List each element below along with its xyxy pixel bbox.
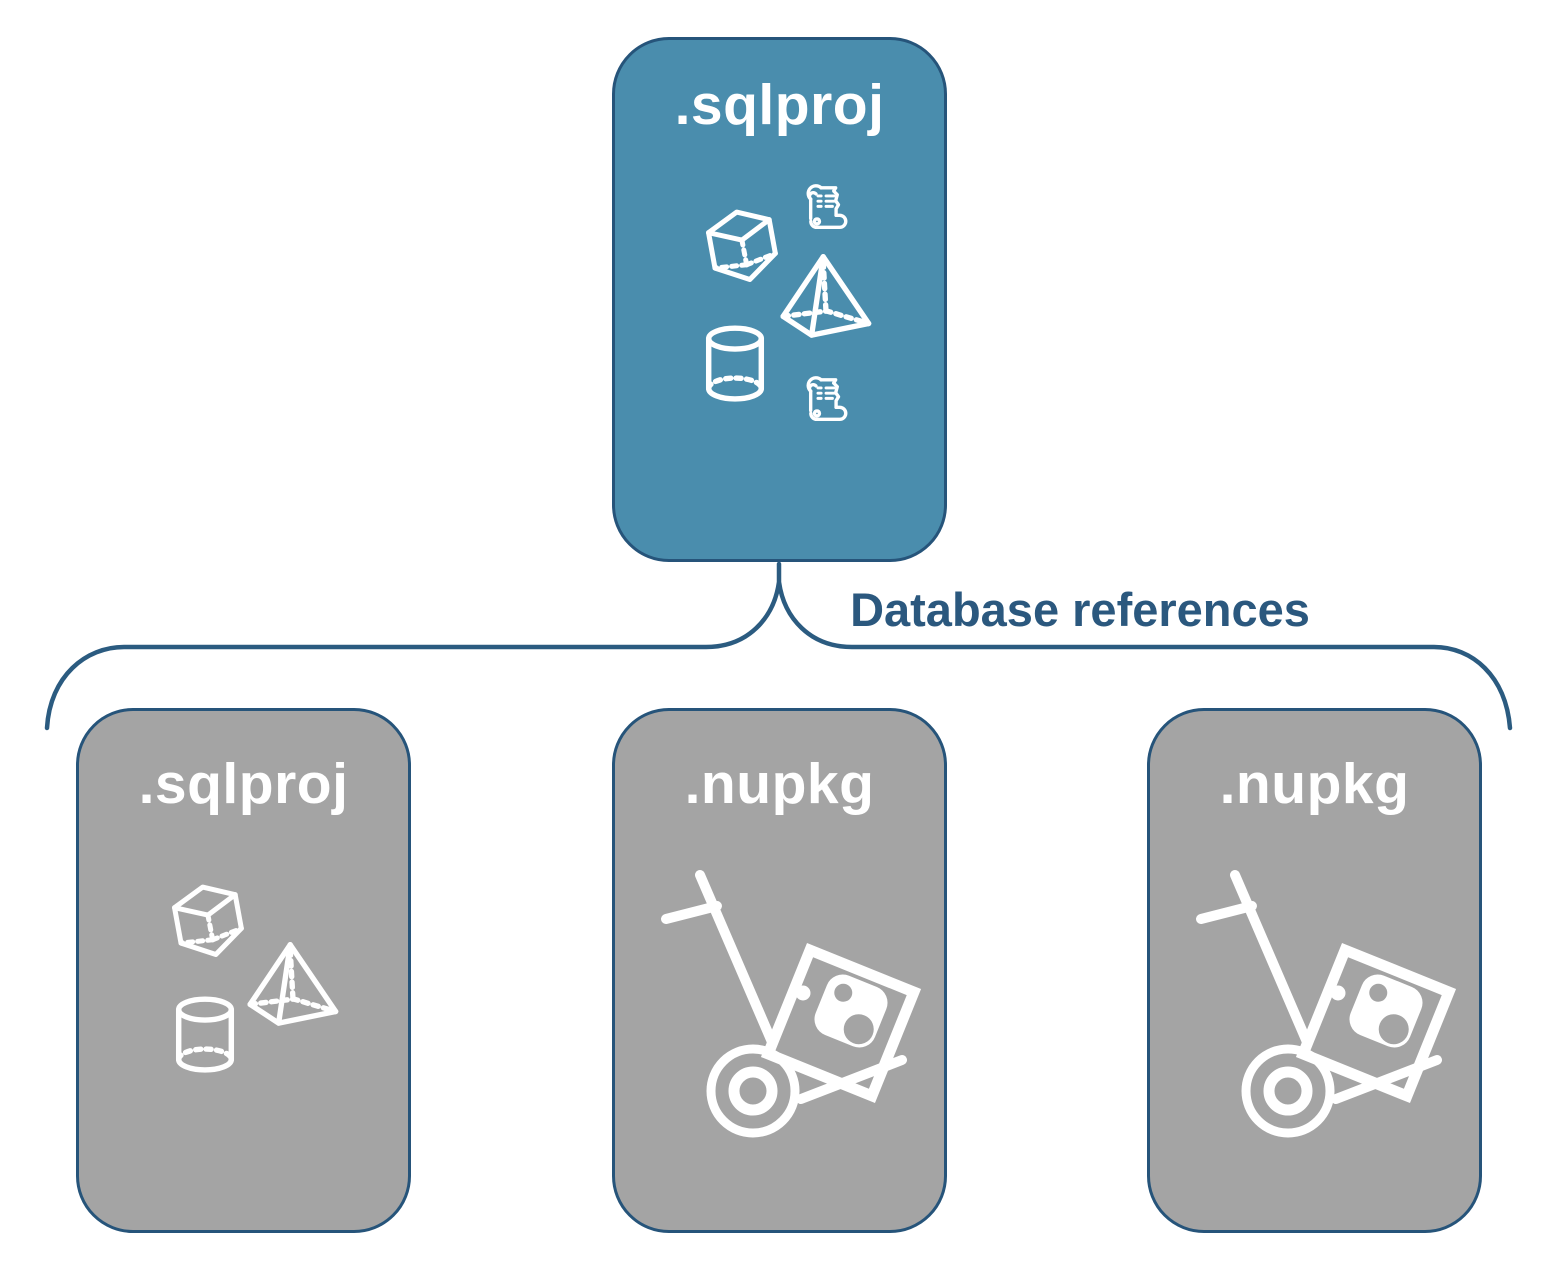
scroll-icon [800,183,852,233]
child-sqlproj-box: .sqlproj [76,708,411,1233]
scroll-icon [800,375,852,425]
child-nupkg-box-2: .nupkg [1147,708,1482,1233]
box-title: .sqlproj [138,752,349,816]
pyramid-icon [776,250,874,340]
cylinder-icon [703,325,767,403]
box-title: .sqlproj [674,73,885,137]
cube-icon [700,205,784,287]
pyramid-icon [243,938,341,1028]
nuget-handtruck-icon [653,866,945,1151]
connector-label: Database references [850,583,1310,636]
nuget-handtruck-icon [1188,866,1480,1151]
cube-icon [166,880,250,962]
child-nupkg-box-1: .nupkg [612,708,947,1233]
box-title: .nupkg [1219,752,1410,816]
root-sqlproj-box: .sqlproj [612,37,947,562]
box-title: .nupkg [684,752,875,816]
cylinder-icon [173,996,237,1074]
